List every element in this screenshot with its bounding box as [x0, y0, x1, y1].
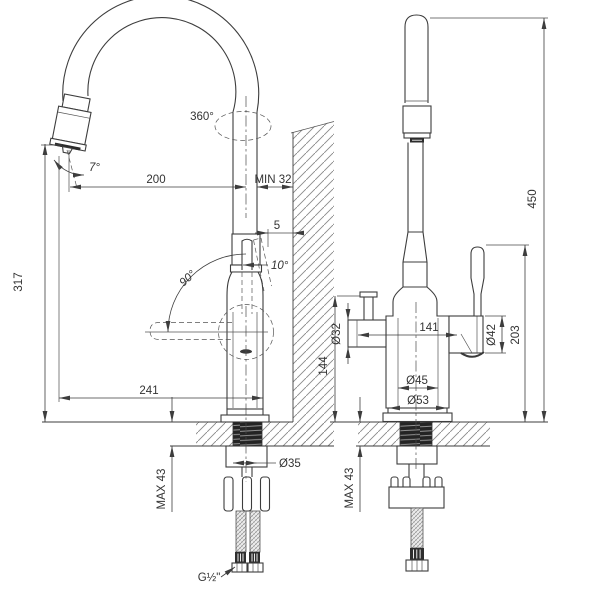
mount-collar-front [396, 445, 438, 465]
base-flange [220, 414, 270, 423]
spout-taper [402, 231, 428, 287]
spray-head-ring-front [403, 132, 431, 139]
hub-diagonal [460, 333, 473, 354]
spout-tube-upper [404, 14, 429, 103]
body-inner-lines [232, 312, 258, 408]
dim-label-200: 200 [146, 174, 165, 186]
mount-bracket [388, 486, 445, 509]
dim-label-141: 141 [419, 322, 438, 334]
angle-7-arc [53, 159, 85, 178]
mount-stud [223, 476, 234, 512]
spray-head [49, 93, 92, 155]
mount-collar [225, 445, 268, 468]
side-valve-cylinder [347, 319, 387, 348]
valve-stem-cap [359, 291, 378, 298]
angle-label-7: 7° [89, 162, 100, 174]
angle-90-arc [165, 253, 247, 333]
spout-outer-arc [62, 0, 260, 113]
supply-hose-front [410, 507, 424, 549]
lever-hub [448, 315, 484, 354]
dim-label-241: 241 [139, 385, 158, 397]
mount-stud [259, 476, 271, 512]
dim-label-min32: MIN 32 [254, 174, 291, 186]
nut-facets [236, 563, 259, 572]
angle-label-10: 10° [271, 260, 289, 272]
countertop-left [42, 421, 334, 447]
mounting-hardware-left [223, 421, 271, 573]
dim-label-max43-left: MAX 43 [156, 469, 168, 510]
thread-label: G½" [198, 572, 221, 584]
ferrule-stripes [237, 553, 258, 562]
spout-angle-line [66, 149, 78, 189]
lever-up [241, 238, 253, 270]
spout-front [402, 14, 432, 287]
side-view: 317 200 MIN 32 7° 360° 5 10° 90° 241 [13, 0, 335, 584]
swivel-ellipse [214, 111, 272, 141]
base-flange-front [382, 412, 453, 423]
lever-hidden-lines [241, 272, 253, 314]
mount-stud [241, 476, 253, 512]
supply-hose [235, 510, 247, 553]
countertop-right [330, 421, 548, 447]
dim-label-203: 203 [510, 325, 522, 344]
dim-label-317: 317 [13, 272, 25, 291]
dim-label-d42: Ø42 [486, 324, 498, 346]
ferrule-stripes-front [413, 549, 421, 559]
front-view: 450 203 144 141 Ø32 Ø42 Ø45 Ø53 MAX 43 [318, 14, 548, 572]
nozzle-tip [61, 145, 74, 155]
gooseneck-spout [62, 0, 272, 234]
spout-inner-arc [87, 17, 237, 113]
threaded-shank [232, 421, 263, 447]
dim-label-d32: Ø32 [331, 323, 343, 345]
hose-nut [247, 562, 264, 573]
dim-label-144: 144 [318, 356, 330, 376]
angle-label-90: 90° [178, 268, 199, 289]
spout-column [232, 112, 258, 234]
aerator-dark-band [54, 142, 81, 151]
nut-facets-front [411, 560, 423, 571]
body-outline-front [385, 286, 450, 409]
thread-leader [220, 566, 236, 578]
collar-stem-front [408, 464, 425, 477]
spray-head-front [402, 105, 432, 134]
dimensions-front-view: 450 203 144 141 Ø32 Ø42 Ø45 Ø53 MAX 43 [318, 17, 548, 512]
dim-label-max43-right: MAX 43 [344, 468, 356, 509]
collar-stem [241, 467, 253, 477]
dim-label-d53: Ø53 [407, 395, 429, 407]
lever-horizontal-phantom [149, 322, 232, 340]
dimensions-side-view: 317 200 MIN 32 7° 360° 5 10° 90° 241 [13, 111, 304, 584]
dim-label-5: 5 [274, 220, 280, 232]
valve-stem [363, 297, 374, 320]
supply-hose [249, 510, 261, 553]
wall-section [290, 121, 335, 446]
lever-front [470, 246, 485, 317]
spout-tube-lower [407, 142, 424, 233]
dim-label-d45: Ø45 [406, 375, 428, 387]
dim-label-450: 450 [527, 189, 539, 208]
dim-label-d35: Ø35 [279, 458, 301, 470]
body-outline [226, 271, 264, 410]
faucet-body-side [145, 271, 274, 423]
spray-head-ring [57, 111, 90, 119]
wall-hatch [293, 121, 334, 446]
angle-label-360: 360° [190, 111, 214, 123]
hub-heel [460, 351, 485, 358]
wall-top-edge [290, 121, 335, 134]
counter-hatch [196, 422, 334, 446]
